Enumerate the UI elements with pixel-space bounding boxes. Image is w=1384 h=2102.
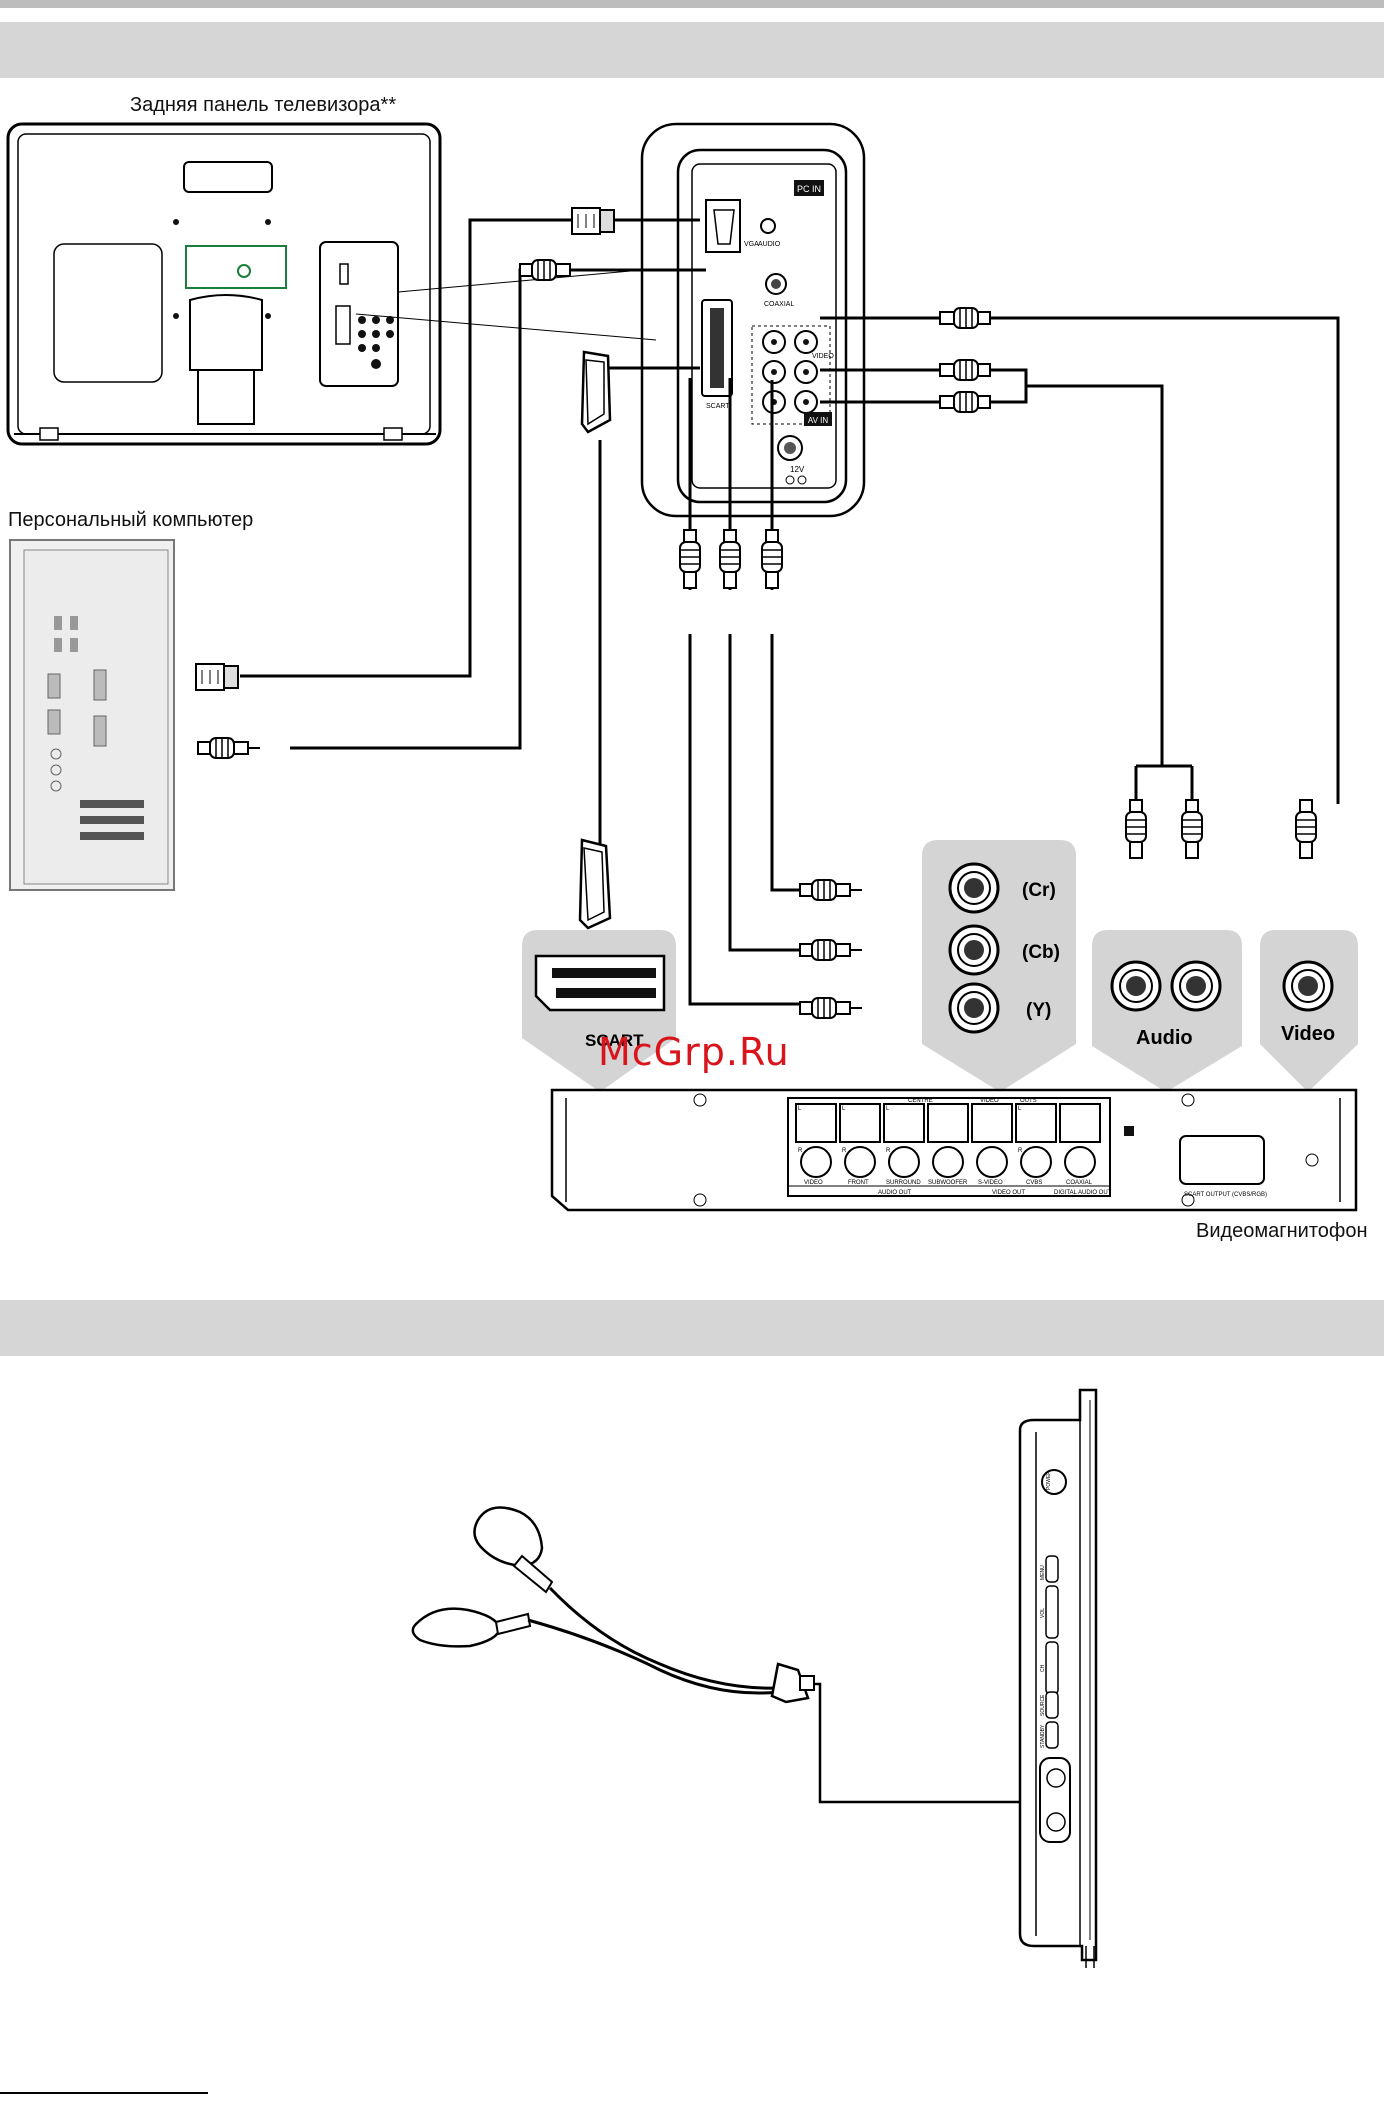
scart-plug-dvd bbox=[578, 838, 612, 930]
label-l3: L bbox=[886, 1106, 890, 1112]
section-header-bar-1 bbox=[0, 22, 1384, 78]
standby-label: STANDBY bbox=[1040, 1724, 1046, 1748]
footnote-rule bbox=[0, 2092, 208, 2094]
rca-plug-cb bbox=[799, 939, 863, 961]
jack-subwoofer-label: SUBWOOFER bbox=[928, 1180, 968, 1186]
tv-connector-panel: PC IN VGA AUDIO COAXIAL SCART VIDEO AV I… bbox=[640, 122, 866, 518]
label-r2: R bbox=[842, 1148, 847, 1154]
dvd-player-rear bbox=[550, 1088, 1358, 1212]
jack-svideo-label: S-VIDEO bbox=[978, 1180, 1003, 1186]
zoom-line bbox=[355, 313, 657, 341]
centre-label: CENTRE bbox=[908, 1098, 933, 1104]
section-header-bar-2 bbox=[0, 1300, 1384, 1356]
coaxial-label: COAXIAL bbox=[764, 301, 794, 308]
rca-plug-audio-tv bbox=[519, 259, 583, 281]
rca-plug-y-panel bbox=[679, 529, 701, 589]
tv-side-panel bbox=[1018, 1388, 1098, 1968]
rca-plug-audio-l bbox=[1125, 799, 1147, 859]
vga-plug-pc bbox=[195, 663, 239, 691]
cb-label: (Cb) bbox=[1022, 942, 1060, 963]
vol-label: VOL bbox=[1040, 1608, 1046, 1618]
tv-back-panel bbox=[6, 122, 442, 446]
menu-label: MENU bbox=[1040, 1565, 1046, 1580]
rca-plug-video-panel bbox=[927, 307, 991, 329]
audio-label: AUDIO bbox=[758, 241, 781, 248]
power-label: POWER bbox=[1046, 1471, 1052, 1490]
vcr-label: Видеомагнитофон bbox=[1196, 1220, 1368, 1242]
pc-tower bbox=[9, 539, 175, 891]
video-out-top-label: VIDEO bbox=[980, 1098, 999, 1104]
rca-plug-y bbox=[799, 997, 863, 1019]
label-r4: R bbox=[1018, 1148, 1023, 1154]
rca-plug-audio-r-panel bbox=[927, 391, 991, 413]
rca-plug-video bbox=[1295, 799, 1317, 859]
jack-front-label: FRONT bbox=[848, 1180, 869, 1186]
callout-video bbox=[1260, 930, 1358, 1092]
audio-out-label: AUDIO OUT bbox=[878, 1190, 912, 1196]
ch-label: CH bbox=[1040, 1664, 1046, 1672]
callout-scart bbox=[522, 930, 676, 1092]
jack-coaxial-label: COAXIAL bbox=[1066, 1180, 1093, 1186]
pc-label: Персональный компьютер bbox=[8, 509, 254, 531]
rca-plug-cr-panel bbox=[761, 529, 783, 589]
earphones bbox=[411, 1506, 1046, 1804]
av-in-label: AV IN bbox=[808, 416, 829, 425]
outs-label: OUTS bbox=[1020, 1098, 1037, 1104]
callout-component bbox=[922, 840, 1076, 1092]
jack-cvbs-label: CVBS bbox=[1026, 1180, 1042, 1186]
scart-plug-tv bbox=[580, 350, 612, 434]
top-rule bbox=[0, 0, 1384, 8]
scart-label: SCART bbox=[706, 403, 730, 410]
jack-video-label: VIDEO bbox=[804, 1180, 823, 1186]
tv-back-label: Задняя панель телевизора** bbox=[130, 94, 397, 116]
source-label: SOURCE bbox=[1040, 1694, 1046, 1716]
video-label: VIDEO bbox=[812, 353, 834, 360]
label-l4: L bbox=[1018, 1106, 1022, 1112]
y-label: (Y) bbox=[1026, 1000, 1051, 1021]
digital-audio-out-label: DIGITAL AUDIO OUT bbox=[1054, 1190, 1112, 1196]
label-r3: R bbox=[886, 1148, 891, 1154]
audio-callout-label: Audio bbox=[1136, 1027, 1193, 1049]
scart-callout-label: SCART bbox=[585, 1031, 644, 1050]
video-callout-label: Video bbox=[1281, 1023, 1335, 1045]
rca-plug-cr bbox=[799, 879, 863, 901]
video-out-label: VIDEO OUT bbox=[992, 1190, 1025, 1196]
label-r1: R bbox=[798, 1148, 803, 1154]
callout-audio bbox=[1092, 930, 1242, 1092]
pc-in-label: PC IN bbox=[797, 184, 821, 194]
vga-plug-tv bbox=[571, 207, 615, 235]
rca-plug-cb-panel bbox=[719, 529, 741, 589]
rca-plug-audio-r bbox=[1181, 799, 1203, 859]
label-l2: L bbox=[842, 1106, 846, 1112]
rca-plug-audio-pc bbox=[197, 737, 261, 759]
label-l1: L bbox=[798, 1106, 802, 1112]
vga-label: VGA bbox=[744, 241, 759, 248]
scart-output-label: SCART OUTPUT (CVBS/RGB) bbox=[1184, 1192, 1267, 1198]
cr-label: (Cr) bbox=[1022, 880, 1056, 901]
jack-surround-label: SURROUND bbox=[886, 1180, 921, 1186]
dc-label: 12V bbox=[790, 465, 805, 474]
watermark: McGrp.Ru bbox=[598, 1030, 790, 1074]
rca-plug-audio-l-panel bbox=[927, 359, 991, 381]
